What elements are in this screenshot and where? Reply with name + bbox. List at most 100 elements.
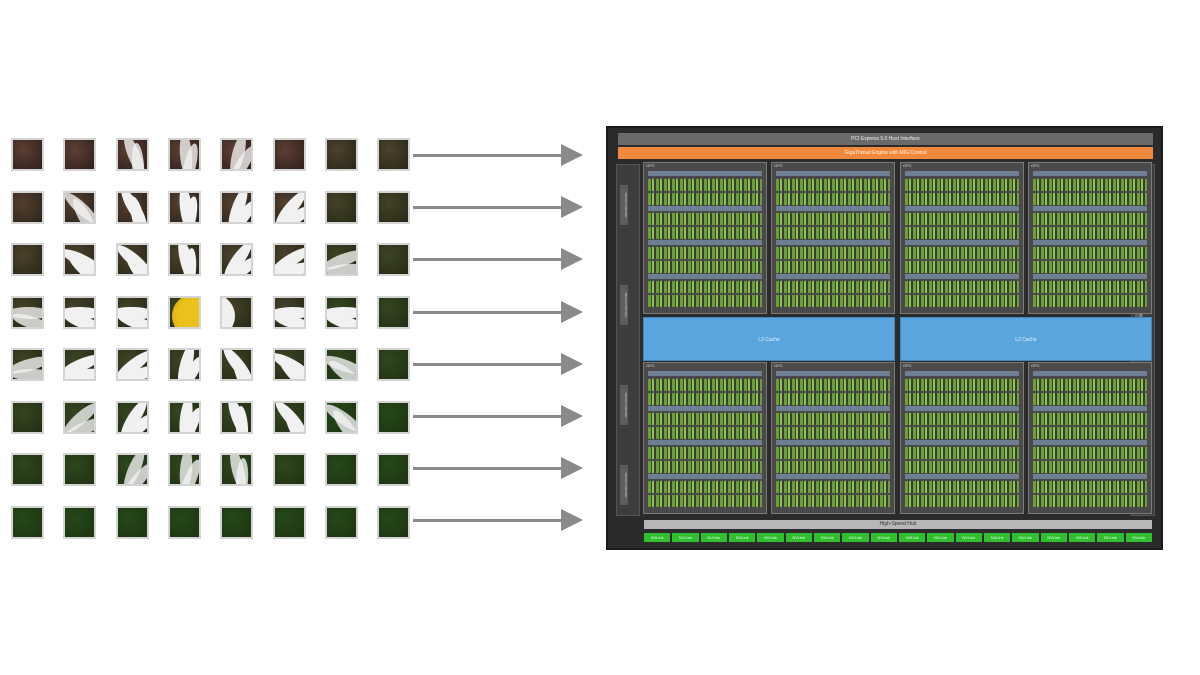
image-tile — [220, 296, 253, 329]
sm-row — [776, 295, 890, 307]
image-tile — [273, 401, 306, 434]
sm-row — [648, 213, 762, 225]
gpc-label: GPC — [774, 363, 783, 368]
image-tile — [273, 453, 306, 486]
sm-row — [1033, 261, 1147, 273]
sm-row — [1033, 227, 1147, 239]
sm-row — [648, 261, 762, 273]
sm-row — [1033, 427, 1147, 439]
image-tile — [116, 296, 149, 329]
sm-row — [648, 179, 762, 191]
sm-cache-bar — [776, 440, 890, 445]
image-tile — [377, 506, 410, 539]
image-tile — [116, 243, 149, 276]
gpc-label: GPC — [774, 163, 783, 168]
sm-row — [905, 495, 1019, 507]
image-tile — [63, 401, 96, 434]
arrow-head — [561, 196, 583, 219]
sm-row — [648, 413, 762, 425]
image-tile — [220, 138, 253, 171]
image-tile — [63, 191, 96, 224]
image-tile — [11, 191, 44, 224]
sm-cache-bar — [1033, 206, 1147, 211]
image-tile — [273, 138, 306, 171]
sm-cache-bar — [1033, 474, 1147, 479]
image-tile — [325, 191, 358, 224]
sm-row — [905, 247, 1019, 259]
petal — [130, 142, 146, 169]
image-tile — [63, 348, 96, 381]
high-speed-hub-bar: High-Speed Hub — [644, 520, 1152, 529]
image-tile — [220, 348, 253, 381]
image-tile — [168, 453, 201, 486]
image-tile — [168, 506, 201, 539]
nvlink-block: NVLink — [955, 533, 982, 542]
nvlink-block: NVLink — [1069, 533, 1096, 542]
image-tile — [11, 453, 44, 486]
image-tile — [168, 401, 201, 434]
flower-center — [172, 298, 199, 327]
image-tile — [377, 191, 410, 224]
sm-row — [776, 281, 890, 293]
sm-row — [648, 193, 762, 205]
gpc-label: GPC — [646, 163, 655, 168]
nvlink-block: NVLink — [842, 533, 869, 542]
nvlink-block: NVLink — [672, 533, 699, 542]
sm-cache-bar — [1033, 440, 1147, 445]
image-tile — [325, 296, 358, 329]
sm-cache-bar — [1033, 406, 1147, 411]
nvlink-block: NVLink — [729, 533, 756, 542]
nvlink-block: NVLink — [1040, 533, 1067, 542]
sm-cache-bar — [905, 240, 1019, 245]
sm-cache-bar — [776, 206, 890, 211]
sm-cache-bar — [905, 474, 1019, 479]
sm-row — [648, 447, 762, 459]
sm-cache-bar — [776, 474, 890, 479]
sm-row — [776, 427, 890, 439]
gpc-label: GPC — [646, 363, 655, 368]
sm-row — [648, 461, 762, 473]
sm-row — [905, 393, 1019, 405]
sm-cache-bar — [776, 274, 890, 279]
gpc-label: GPC — [903, 163, 912, 168]
image-tile — [325, 453, 358, 486]
sm-cache-bar — [648, 406, 762, 411]
image-tile — [377, 296, 410, 329]
image-tile — [11, 401, 44, 434]
sm-row — [776, 379, 890, 391]
sm-cache-bar — [648, 371, 762, 376]
gpc-label: GPC — [903, 363, 912, 368]
arrow-head — [561, 405, 583, 427]
memory-controller-label: Memory Controller — [620, 385, 628, 425]
nvlink-block: NVLink — [814, 533, 841, 542]
image-tile — [116, 348, 149, 381]
image-tile — [168, 138, 201, 171]
image-tile — [377, 401, 410, 434]
sm-cache-bar — [648, 274, 762, 279]
sm-row — [776, 461, 890, 473]
sm-row — [905, 447, 1019, 459]
gpc-block: GPC — [1028, 162, 1152, 314]
arrow-head — [561, 300, 583, 323]
image-tile — [116, 453, 149, 486]
nvlink-block: NVLink — [1125, 533, 1152, 542]
arrow-line — [413, 206, 563, 210]
sm-cache-bar — [776, 371, 890, 376]
image-tile — [116, 401, 149, 434]
image-tile — [325, 243, 358, 276]
petal — [234, 405, 250, 432]
sm-row — [1033, 379, 1147, 391]
gpc-block: GPC — [771, 362, 895, 514]
arrow-head — [561, 457, 583, 480]
gigathread-engine-bar: GigaThread Engine with MIG Control — [618, 147, 1153, 159]
gpc-block: GPC — [900, 162, 1024, 314]
gpc-block: GPC — [643, 162, 767, 314]
sm-row — [648, 393, 762, 405]
sm-row — [776, 481, 890, 493]
sm-row — [905, 481, 1019, 493]
flower-center — [222, 298, 236, 327]
sm-cache-bar — [776, 406, 890, 411]
arrow-head — [561, 144, 583, 166]
image-tile — [11, 296, 44, 329]
sm-row — [905, 193, 1019, 205]
